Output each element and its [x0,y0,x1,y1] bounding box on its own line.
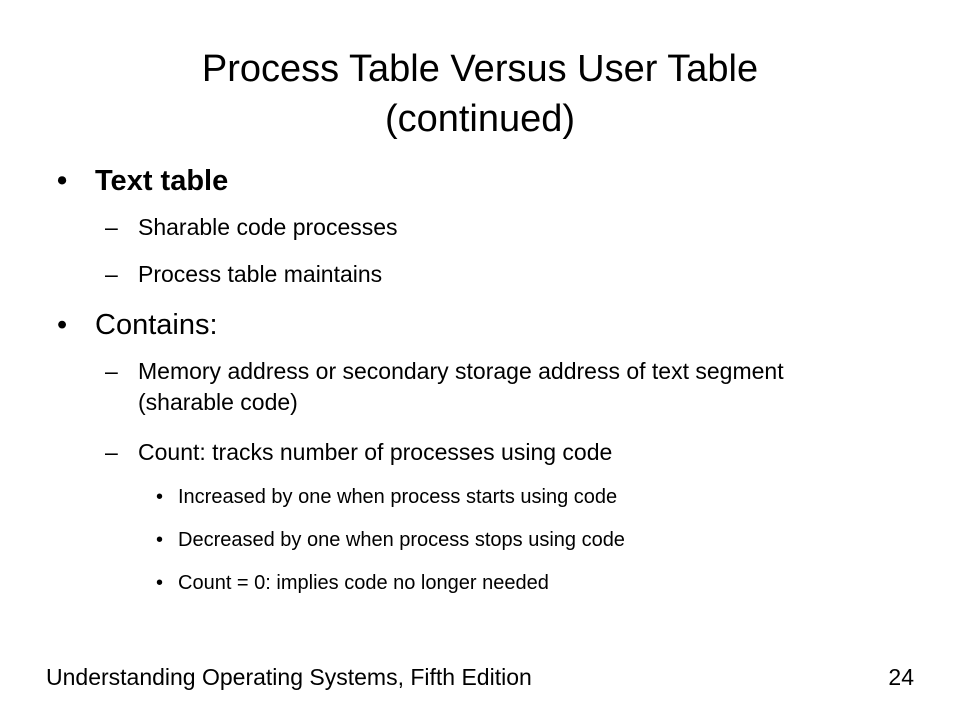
sub-item-text: Process table maintains [138,261,383,287]
bullet-text: Text table [95,165,229,197]
title-line-1: Process Table Versus User Table [201,48,759,90]
sub-sub-item-text: Increased by one when process starts usi… [178,486,618,508]
bullet-contains: • Contains: [57,308,218,342]
title-line-2: (continued) [384,98,576,140]
slide-number: 24 [888,664,914,690]
dash-icon: – [105,261,118,287]
footer-book-title: Understanding Operating Systems, Fifth E… [46,664,532,690]
dash-icon: – [105,439,118,465]
bullet-icon: • [156,486,164,508]
sub-item-memory-address: – Memory address or secondary storage ad… [105,356,828,418]
sub-item-text: Count: tracks number of processes using … [138,439,613,465]
sub-sub-item-text: Decreased by one when process stops usin… [178,529,625,551]
bullet-text-table: • Text table [57,164,229,198]
sub-sub-item-decreased: • Decreased by one when process stops us… [156,526,625,554]
bullet-text: Contains: [95,309,218,341]
bullet-icon: • [156,529,164,551]
slide-title: Process Table Versus User Table (continu… [90,44,870,144]
bullet-icon: • [57,165,68,197]
sub-item-text: Memory address or secondary storage addr… [138,358,784,415]
bullet-icon: • [156,572,164,594]
dash-icon: – [105,214,118,240]
sub-item-text: Sharable code processes [138,214,398,240]
sub-item-sharable-code: – Sharable code processes [105,212,828,243]
sub-sub-item-text: Count = 0: implies code no longer needed [178,572,549,594]
sub-sub-item-increased: • Increased by one when process starts u… [156,483,618,511]
slide-body: • Text table – Sharable code processes –… [57,164,828,597]
bullet-icon: • [57,309,68,341]
sub-sub-item-count-zero: • Count = 0: implies code no longer need… [156,569,549,597]
sub-item-process-table-maintains: – Process table maintains [105,259,828,290]
sub-item-count: – Count: tracks number of processes usin… [105,437,828,468]
dash-icon: – [105,358,118,384]
